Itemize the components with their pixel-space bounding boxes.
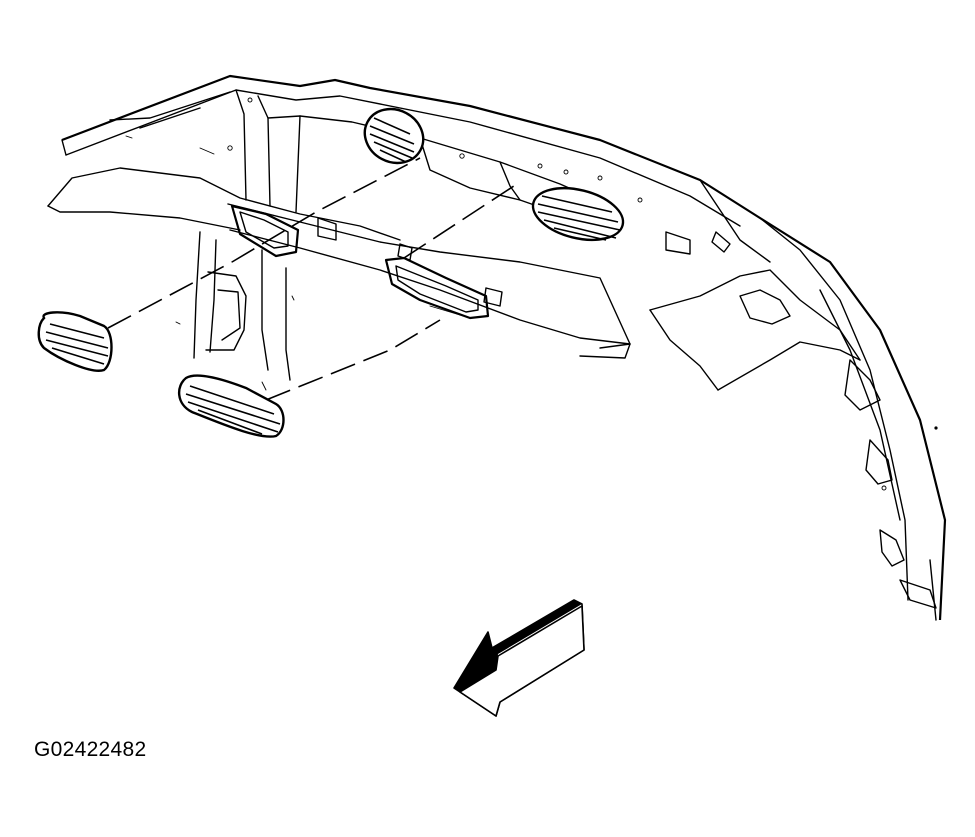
figure-id-label: G02422482	[34, 738, 147, 761]
left-grille-opening	[230, 204, 300, 258]
upper-installed-grille-right	[531, 186, 625, 242]
bumper-fascia	[47, 74, 947, 621]
leader-lines	[107, 157, 521, 401]
upper-installed-grille-left	[363, 107, 425, 165]
left-grille-insert	[37, 311, 113, 372]
view-direction-arrow	[453, 599, 585, 717]
right-grille-insert	[178, 374, 285, 438]
stray-dot	[934, 426, 938, 430]
right-grille-opening	[384, 256, 490, 320]
